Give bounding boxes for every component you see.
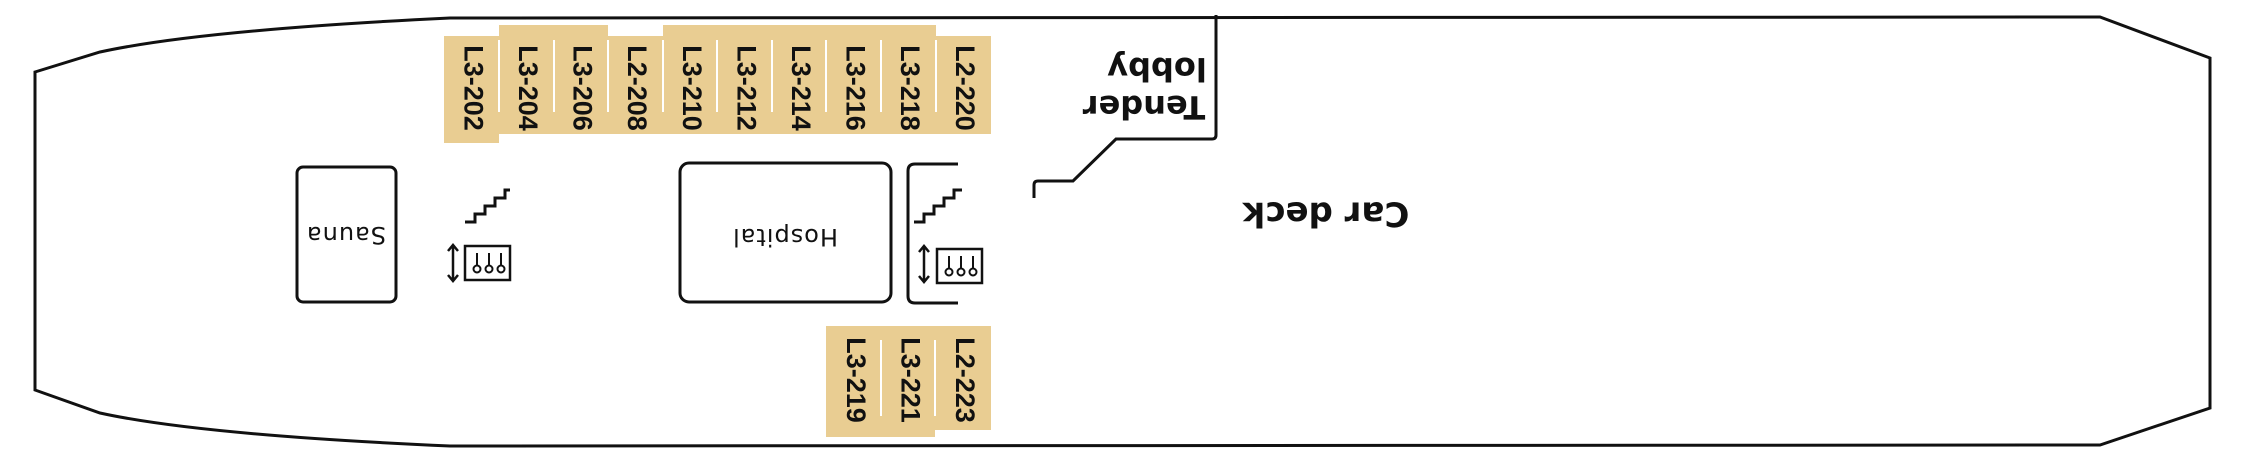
cabin-label: L3-202 xyxy=(458,45,488,131)
cabin-label: L3-216 xyxy=(841,45,871,131)
cabin-label: L2-223 xyxy=(950,337,980,423)
cabin-label: L2-208 xyxy=(622,45,652,131)
hospital-label: Hospital xyxy=(732,223,838,251)
hospital-room xyxy=(678,161,893,304)
stairs-icon xyxy=(465,188,510,224)
cabin-label: L3-206 xyxy=(568,45,598,131)
car-deck-label: Car deck xyxy=(1241,194,1409,234)
cabin-label: L3-210 xyxy=(677,45,707,131)
cabin-block-right xyxy=(936,36,991,134)
cabin-block-left xyxy=(444,36,499,143)
cabin-label: L3-204 xyxy=(513,45,543,131)
cabin-label: L3-214 xyxy=(786,45,816,131)
tender-lobby-label-line1: Tender xyxy=(1083,88,1206,126)
cabin-labels-bottom: L3-219 L3-221 L2-223 xyxy=(841,337,980,423)
cabin-labels-top: L3-202 L3-204 L3-206 L2-208 L3-210 L3-212 L3-2… xyxy=(458,45,979,131)
cabin-block-c xyxy=(663,25,936,134)
stairs-icon xyxy=(914,188,962,224)
tender-lobby-wall xyxy=(1032,15,1218,198)
elevator-icon xyxy=(918,244,984,285)
cabin-label: L3-221 xyxy=(895,337,925,423)
cabin-block-b xyxy=(608,36,663,134)
sauna-room xyxy=(295,165,398,304)
cabin-dividers xyxy=(498,40,937,416)
cabin-label: L3-212 xyxy=(731,45,761,131)
cabin-row-top xyxy=(444,25,991,143)
tender-lobby-label-line2: lobby xyxy=(1107,50,1207,88)
sauna-label: Sauna xyxy=(306,221,386,249)
elevator-icon xyxy=(447,243,512,283)
cabin-label: L2-220 xyxy=(950,45,980,131)
cabin-label: L3-218 xyxy=(895,45,925,131)
cabin-block-bottom-b xyxy=(935,326,991,430)
stair-enclosure xyxy=(906,162,958,305)
cabin-label: L3-219 xyxy=(841,337,871,423)
